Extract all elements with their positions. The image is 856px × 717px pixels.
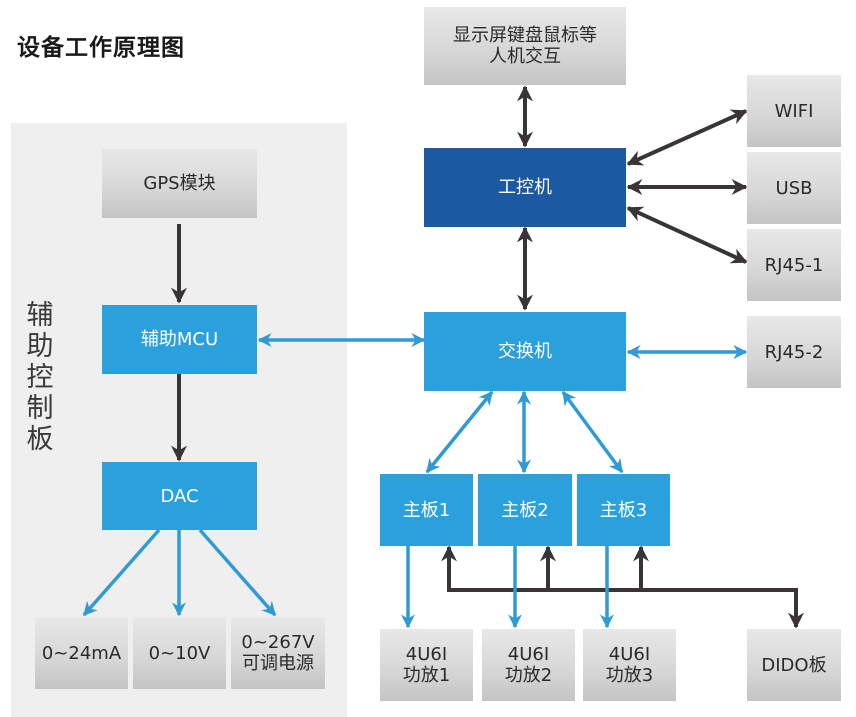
- dido-node: DIDO板: [747, 629, 841, 701]
- edge-switch-board3: [561, 390, 624, 474]
- rj45-1-node: RJ45-1: [747, 229, 841, 301]
- output-power-line1: 0~267V: [241, 632, 315, 653]
- switch-label: 交换机: [498, 341, 552, 362]
- output-power-line2: 可调电源: [242, 653, 314, 674]
- rj45-1-label: RJ45-1: [764, 254, 824, 276]
- gps-node: GPS模块: [102, 149, 257, 218]
- output-current-node: 0~24mA: [35, 617, 128, 689]
- rj45-2-node: RJ45-2: [747, 316, 841, 388]
- board3-node: 主板3: [577, 474, 670, 546]
- amp2-line1: 4U6I: [507, 644, 550, 665]
- board2-node: 主板2: [478, 474, 572, 546]
- usb-node: USB: [747, 152, 841, 224]
- output-current-label: 0~24mA: [41, 642, 122, 664]
- edge-dac-current: [82, 528, 161, 617]
- page-title: 设备工作原理图: [17, 35, 185, 61]
- aux-control-panel-label: 辅助控制板: [26, 300, 54, 455]
- wifi-node: WIFI: [747, 75, 841, 147]
- gps-label: GPS模块: [143, 173, 216, 194]
- output-voltage-node: 0~10V: [133, 617, 226, 689]
- rj45-2-label: RJ45-2: [764, 341, 824, 363]
- edge-dido-bus: [447, 548, 804, 629]
- amp3-node: 4U6I 功放3: [583, 629, 676, 701]
- usb-label: USB: [775, 177, 813, 199]
- amp3-line1: 4U6I: [608, 644, 651, 665]
- dac-label: DAC: [160, 485, 199, 507]
- amp1-line1: 4U6I: [405, 644, 448, 665]
- board2-label: 主板2: [501, 499, 549, 521]
- dac-node: DAC: [102, 462, 257, 530]
- amp1-line2: 功放1: [402, 665, 451, 686]
- ipc-label: 工控机: [498, 177, 552, 198]
- ipc-node: 工控机: [424, 148, 626, 227]
- amp3-line2: 功放3: [605, 665, 654, 686]
- edge-dac-power: [198, 528, 277, 617]
- mcu-node: 辅助MCU: [102, 305, 257, 374]
- wifi-label: WIFI: [774, 100, 814, 122]
- amp1-node: 4U6I 功放1: [380, 629, 473, 701]
- hmi-line2: 人机交互: [489, 46, 561, 67]
- dido-label: DIDO板: [761, 654, 827, 676]
- board1-node: 主板1: [380, 474, 473, 546]
- edge-switch-board1: [425, 390, 494, 474]
- edge-ipc-rj45-1: [626, 206, 748, 264]
- hmi-node: 显示屏键盘鼠标等 人机交互: [424, 7, 626, 85]
- edge-ipc-wifi: [626, 109, 748, 166]
- amp2-line2: 功放2: [504, 665, 553, 686]
- output-voltage-label: 0~10V: [148, 642, 211, 664]
- amp2-node: 4U6I 功放2: [482, 629, 575, 701]
- output-power-node: 0~267V 可调电源: [231, 617, 325, 689]
- board1-label: 主板1: [402, 499, 451, 521]
- board3-label: 主板3: [599, 499, 648, 521]
- hmi-line1: 显示屏键盘鼠标等: [453, 25, 597, 46]
- switch-node: 交换机: [424, 312, 626, 391]
- mcu-label: 辅助MCU: [140, 329, 219, 350]
